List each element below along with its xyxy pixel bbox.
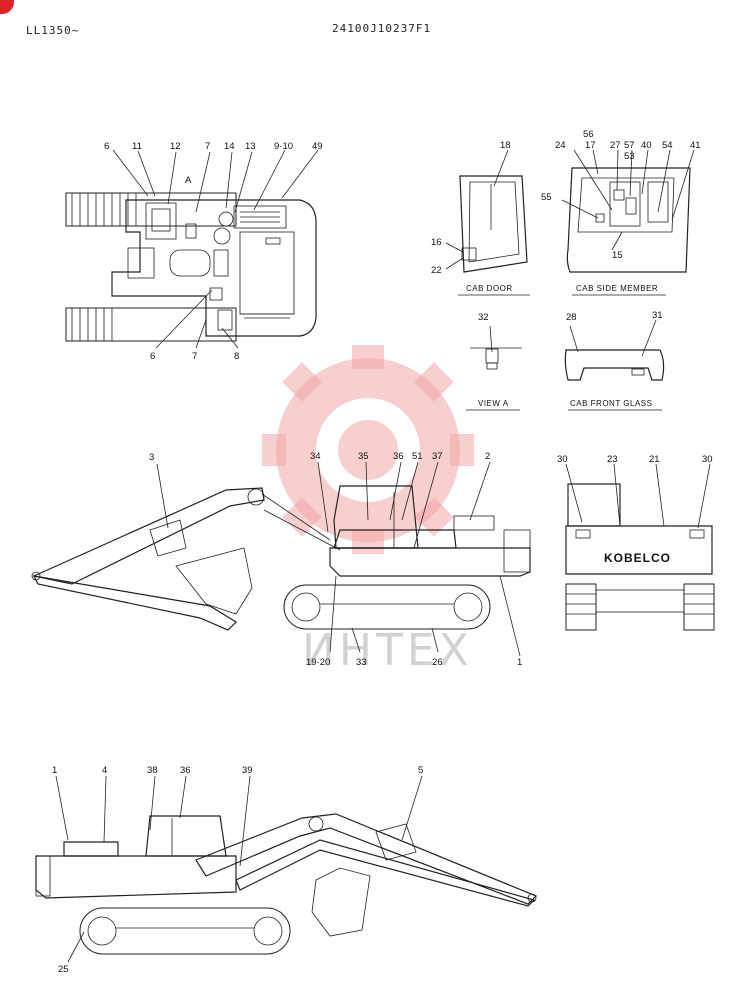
callout-1: 1	[517, 657, 522, 668]
callout-28: 28	[566, 312, 577, 323]
callout-3: 3	[149, 452, 154, 463]
callout-1-lower: 1	[52, 765, 57, 776]
document-code: 24100J10237F1	[332, 22, 432, 35]
callout-4: 4	[102, 765, 107, 776]
callout-19-20: 19·20	[306, 657, 330, 668]
callout-53: 53	[624, 151, 635, 162]
callout-22: 22	[431, 265, 442, 276]
cab-front-glass-caption: CAB FRONT GLASS	[570, 399, 652, 408]
callout-34: 34	[310, 451, 321, 462]
callout-41: 41	[690, 140, 701, 151]
callout-38: 38	[147, 765, 158, 776]
callout-31: 31	[652, 310, 663, 321]
callout-51: 51	[412, 451, 423, 462]
callout-30-left: 30	[557, 454, 568, 465]
view-a-caption: VIEW A	[478, 399, 509, 408]
callout-17: 17	[585, 140, 596, 151]
callout-33: 33	[356, 657, 367, 668]
callout-35: 35	[358, 451, 369, 462]
callout-5: 5	[418, 765, 423, 776]
kobelco-logo: KOBELCO	[604, 551, 671, 565]
callout-30-right: 30	[702, 454, 713, 465]
callout-top-9-10: 9·10	[274, 141, 293, 152]
callout-37: 37	[432, 451, 443, 462]
cab-front-glass-inset: 28 31 CAB FRONT GLASS	[564, 310, 665, 411]
callout-25: 25	[58, 964, 69, 975]
callout-top-14: 14	[224, 141, 235, 152]
callout-40: 40	[641, 140, 652, 151]
callout-54: 54	[662, 140, 673, 151]
view-a-inset: 32 VIEW A	[466, 312, 522, 411]
callout-18: 18	[500, 140, 511, 151]
callout-top-13: 13	[245, 141, 256, 152]
callout-32: 32	[478, 312, 489, 323]
callout-bottom-8: 8	[234, 351, 239, 362]
callout-top-7: 7	[205, 141, 210, 152]
callout-top-6: 6	[104, 141, 109, 152]
callout-2: 2	[485, 451, 490, 462]
callout-bottom-7: 7	[192, 351, 197, 362]
callout-26: 26	[432, 657, 443, 668]
callout-16: 16	[431, 237, 442, 248]
callout-23: 23	[607, 454, 618, 465]
cab-side-member-inset: 56 17 27 57 40 53 54 41 24 55 15 CAB SID…	[541, 129, 701, 296]
side-view-2-drawing: 1 4 38 36 39 5 25	[35, 765, 538, 975]
callout-39: 39	[242, 765, 253, 776]
callout-56: 56	[583, 129, 594, 140]
model-code: LL1350~	[26, 24, 80, 37]
callout-36-lower: 36	[180, 765, 191, 776]
callout-top-12: 12	[170, 141, 181, 152]
callout-24: 24	[555, 140, 566, 151]
watermark-text: ИНТЕХ	[302, 625, 473, 676]
callout-bottom-6: 6	[150, 351, 155, 362]
side-view-1-drawing: 3 34 35 36 51 37 2 19·20 33 26 1	[31, 451, 531, 668]
callout-21: 21	[649, 454, 660, 465]
callout-27: 27	[610, 140, 621, 151]
callout-36: 36	[393, 451, 404, 462]
callout-55: 55	[541, 192, 552, 203]
watermark-gear-icon	[262, 345, 474, 554]
callout-57: 57	[624, 140, 635, 151]
top-view-drawing: A 6 11 12 7 14 13 9·10 49 6 7 8	[65, 141, 323, 362]
view-a-marker: A	[185, 175, 192, 186]
callout-top-49: 49	[312, 141, 323, 152]
cab-door-inset: 18 16 22 CAB DOOR	[431, 140, 530, 296]
cab-side-member-caption: CAB SIDE MEMBER	[576, 284, 658, 293]
cab-door-caption: CAB DOOR	[466, 284, 513, 293]
rear-view-drawing: KOBELCO 30 23 21 30	[557, 454, 715, 631]
callout-top-11: 11	[132, 141, 142, 152]
callout-15: 15	[612, 250, 623, 261]
